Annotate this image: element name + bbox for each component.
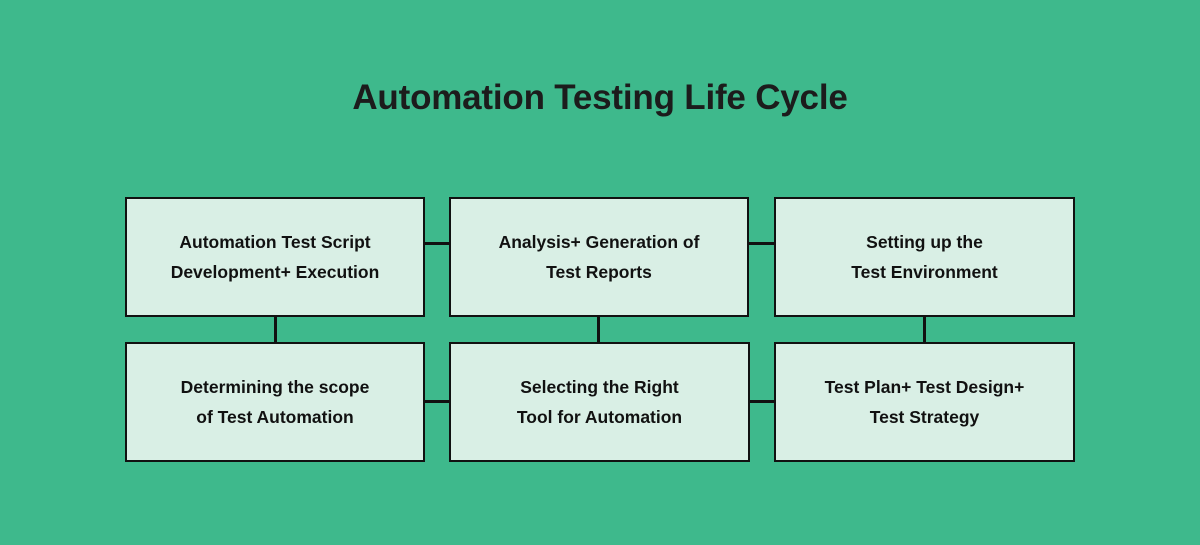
process-node-test-plan-design-strategy[interactable]: Test Plan+ Test Design+ Test Strategy: [774, 342, 1075, 462]
connector-node1-node2: [424, 242, 450, 245]
process-node-determining-scope-of-test-automation[interactable]: Determining the scope of Test Automation: [125, 342, 425, 462]
process-node-label: Determining the scope of Test Automation: [180, 377, 370, 427]
process-node-setting-up-test-environment[interactable]: Setting up the Test Environment: [774, 197, 1075, 317]
process-node-label: Selecting the Right Tool for Automation: [516, 377, 683, 427]
process-node-automation-test-script[interactable]: Automation Test Script Development+ Exec…: [125, 197, 425, 317]
connector-node4-node5: [424, 400, 450, 403]
process-node-label: Setting up the Test Environment: [851, 232, 998, 282]
page-title: Automation Testing Life Cycle: [352, 78, 848, 117]
connector-node1-node4: [274, 316, 277, 343]
process-node-selecting-right-tool-for-automation[interactable]: Selecting the Right Tool for Automation: [449, 342, 750, 462]
connector-node3-node6: [923, 316, 926, 343]
process-node-label: Test Plan+ Test Design+ Test Strategy: [824, 377, 1025, 427]
connector-node5-node6: [749, 400, 775, 403]
connector-node2-node5: [597, 316, 600, 343]
connector-node2-node3: [748, 242, 775, 245]
process-node-label: Automation Test Script Development+ Exec…: [170, 232, 380, 282]
process-node-label: Analysis+ Generation of Test Reports: [498, 232, 700, 282]
process-node-analysis-generation-of-test-reports[interactable]: Analysis+ Generation of Test Reports: [449, 197, 749, 317]
